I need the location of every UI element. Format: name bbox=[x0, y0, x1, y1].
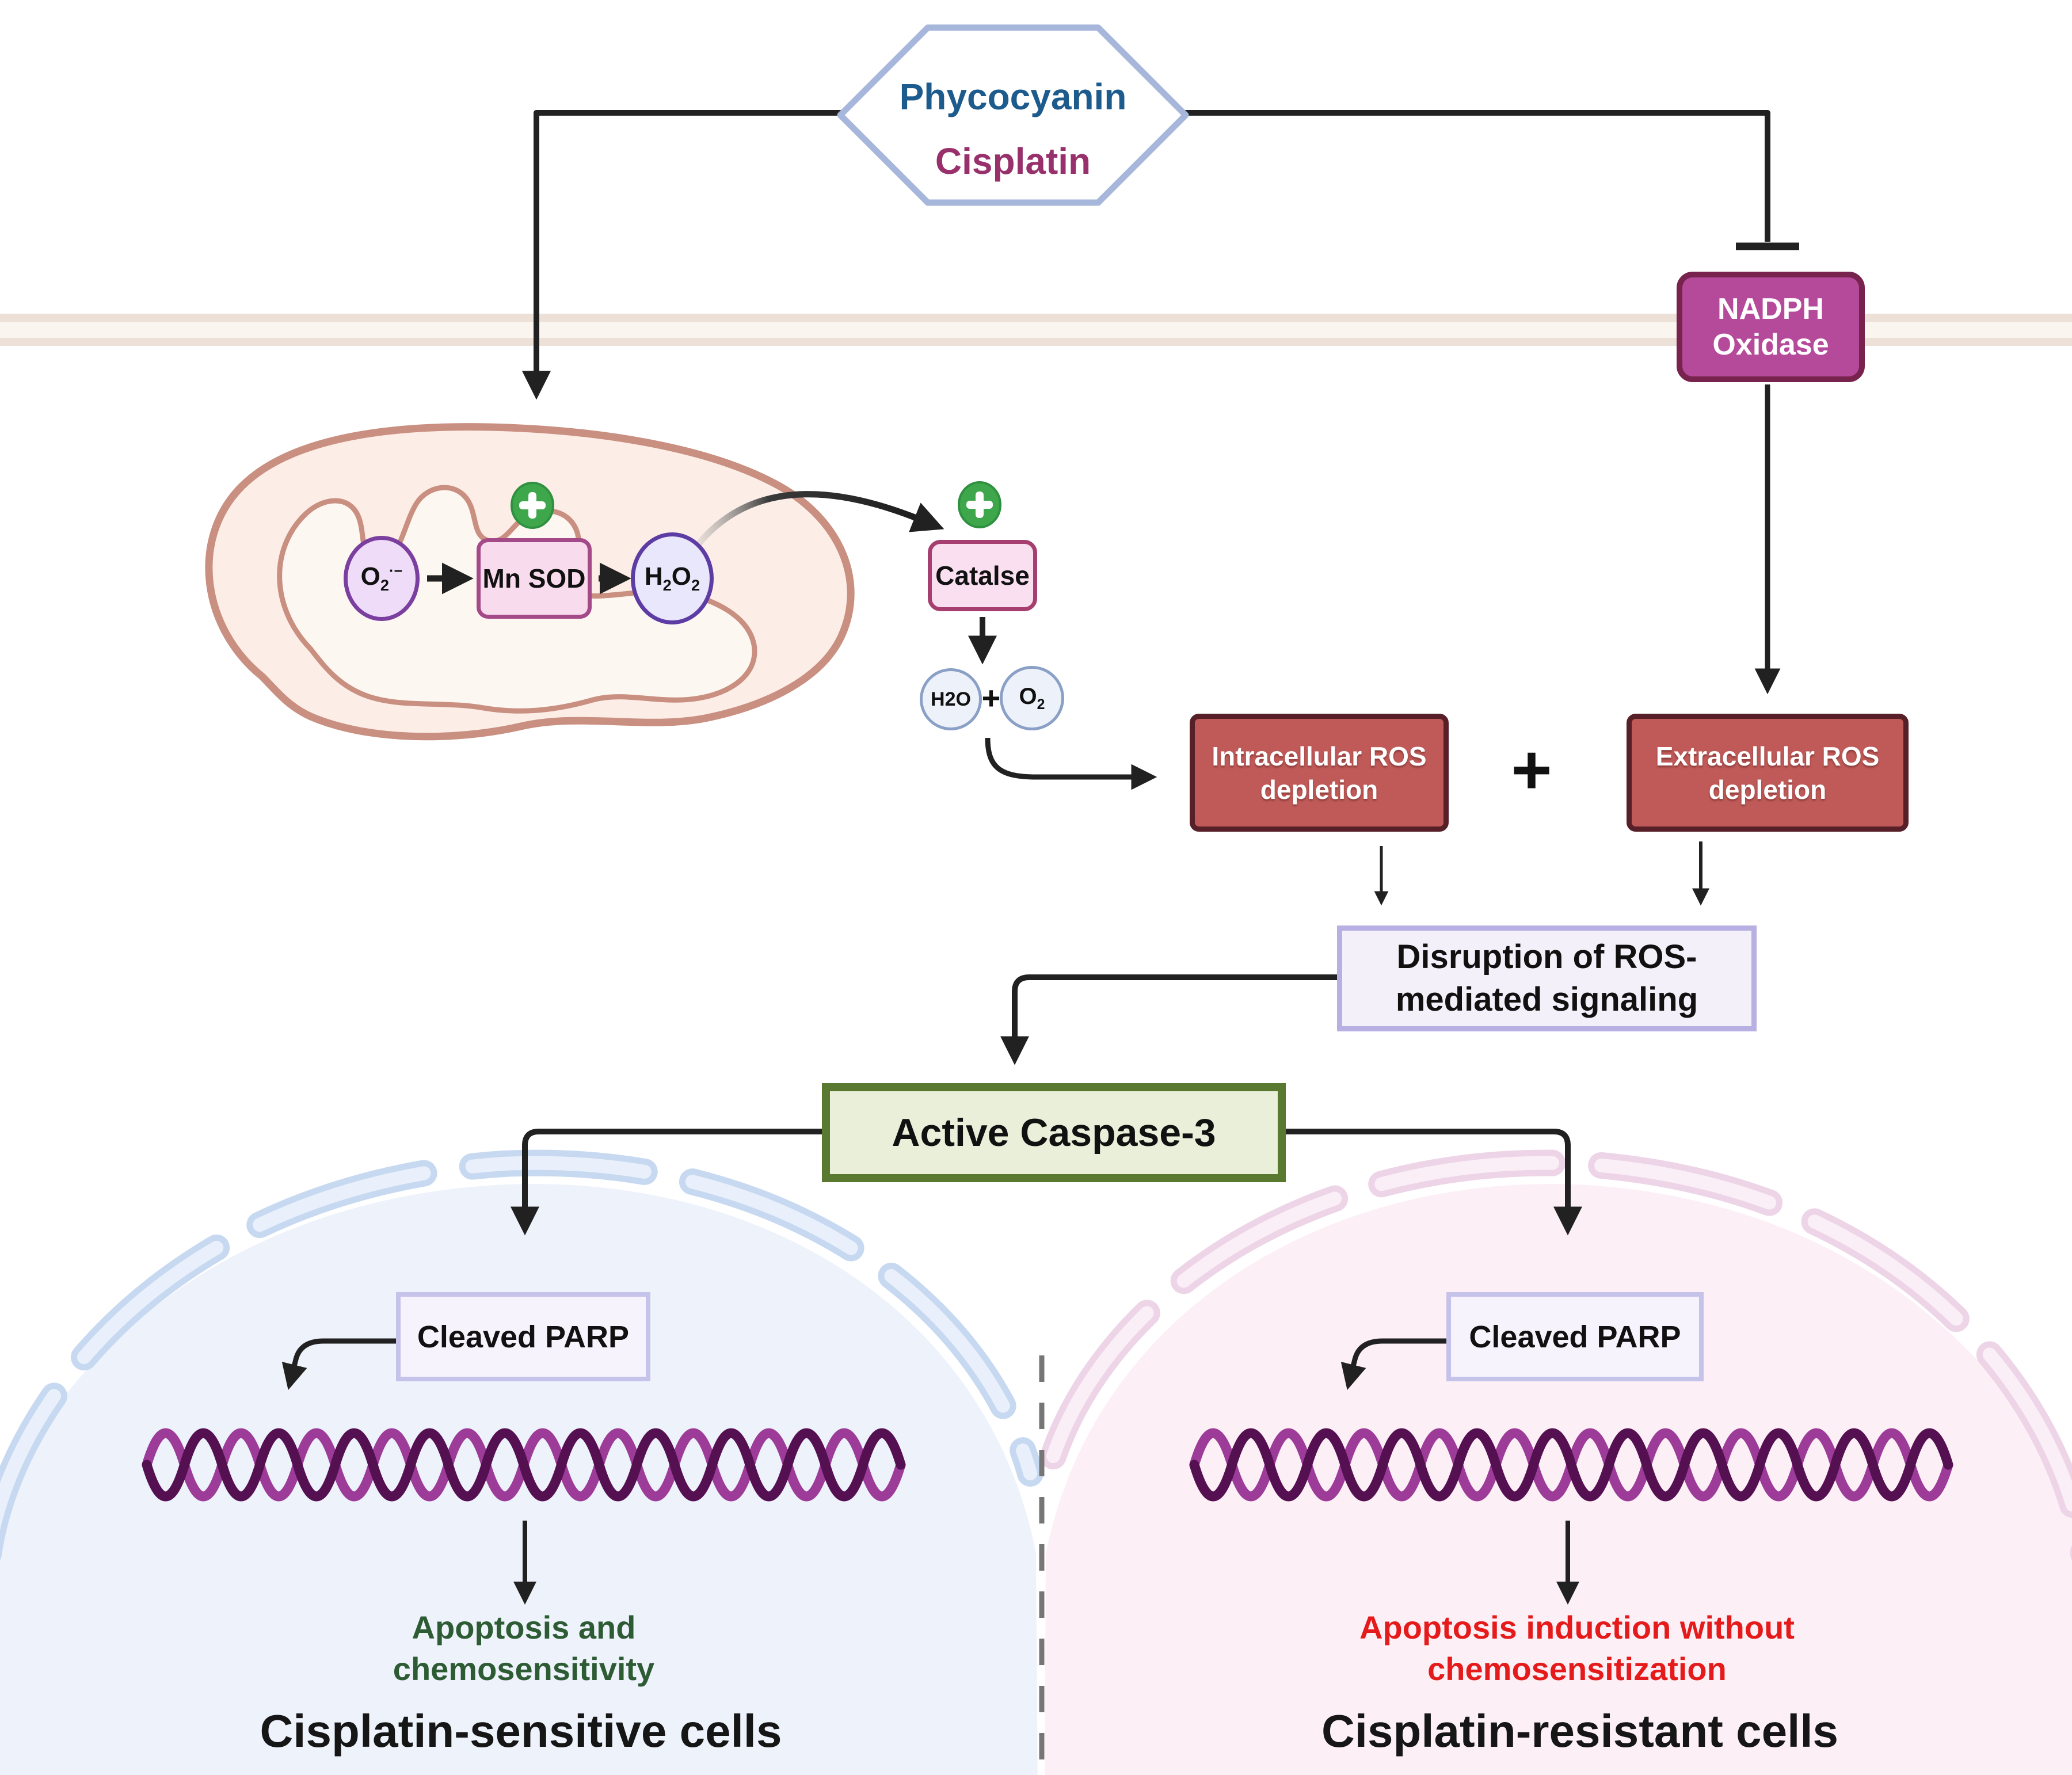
sensitive-cell-title: Cisplatin-sensitive cells bbox=[260, 1705, 782, 1757]
plus-icon bbox=[511, 482, 554, 529]
oxygen-node: O2 bbox=[1000, 666, 1064, 730]
cleaved-parp-node-sensitive: Cleaved PARP bbox=[396, 1292, 650, 1381]
sensitive-outcome-text: Apoptosis and chemosensitivity bbox=[393, 1609, 655, 1687]
phycocyanin-label: Phycocyanin bbox=[899, 76, 1127, 117]
arrow-mito-to-catalase-curved bbox=[692, 491, 944, 550]
plus-operator: + bbox=[981, 679, 1001, 716]
arrow-caspase-to-resistant-cell bbox=[1286, 1129, 1582, 1236]
resistant-cell-dna bbox=[1189, 1428, 1953, 1502]
arrow-hexagon-to-mitochondrion bbox=[522, 110, 846, 400]
arrow-disruption-to-caspase bbox=[1000, 974, 1337, 1065]
arrow-parp-right-elbow bbox=[1340, 1338, 1448, 1391]
arrow-parp-left-elbow bbox=[281, 1338, 397, 1391]
hydrogen-peroxide-node: H2O2 bbox=[631, 532, 714, 624]
plus-operator: + bbox=[1511, 730, 1552, 809]
arrow-products-to-intracellular bbox=[985, 737, 1157, 790]
water-node: H2O bbox=[920, 668, 982, 730]
resistant-cell-body bbox=[1045, 1184, 2072, 1775]
sensitive-cell-dna bbox=[142, 1428, 906, 1502]
nadph-oxidase-node: NADPH Oxidase bbox=[1677, 272, 1865, 382]
plus-icon bbox=[958, 481, 1001, 528]
ros-signaling-disruption-node: Disruption of ROS- mediated signaling bbox=[1337, 925, 1757, 1031]
resistant-cell-membrane bbox=[1040, 1149, 2072, 1561]
sensitive-cell-membrane bbox=[0, 1149, 1043, 1561]
line-hexagon-to-nadph bbox=[1180, 110, 1770, 242]
extracellular-ros-node: Extracellular ROS depletion bbox=[1627, 714, 1909, 832]
superoxide-node: O2·− bbox=[344, 536, 420, 621]
mnsod-node: Mn SOD bbox=[477, 538, 592, 619]
treatment-hexagon bbox=[837, 24, 1189, 206]
cleaved-parp-node-resistant: Cleaved PARP bbox=[1446, 1292, 1704, 1381]
arrow-caspase-to-sensitive-cell bbox=[511, 1129, 822, 1236]
resistant-outcome-text: Apoptosis induction without chemosensiti… bbox=[1359, 1609, 1795, 1687]
cisplatin-label: Cisplatin bbox=[935, 140, 1091, 182]
intracellular-ros-node: Intracellular ROS depletion bbox=[1190, 714, 1449, 832]
resistant-cell-title: Cisplatin-resistant cells bbox=[1321, 1705, 1839, 1757]
active-caspase3-node: Active Caspase-3 bbox=[822, 1083, 1286, 1182]
catalase-node: Catalse bbox=[928, 540, 1037, 611]
